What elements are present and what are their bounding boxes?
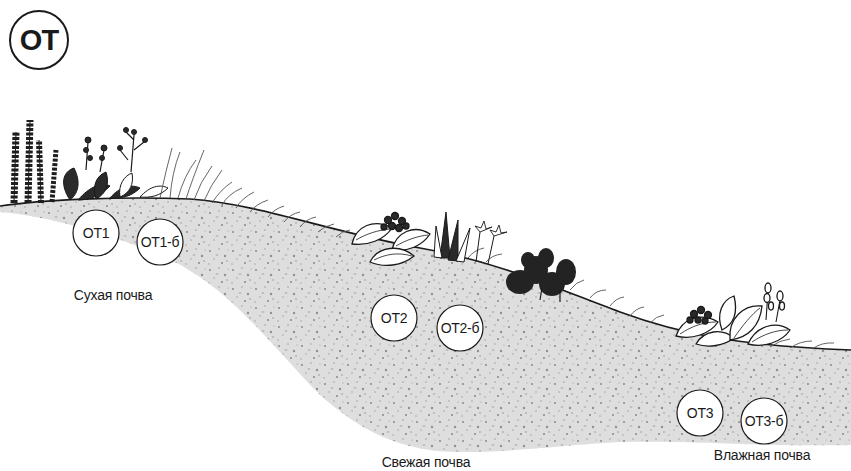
group-code: ОТ1-б — [136, 218, 184, 266]
circle-shape — [741, 398, 787, 444]
grass-blades — [160, 148, 834, 349]
circle-shape — [73, 210, 119, 256]
ground-line — [0, 198, 851, 350]
group-code: ОТ2 — [370, 294, 418, 342]
circle-shape — [677, 390, 723, 436]
group-code: ОТ1 — [72, 209, 120, 257]
plant-group-circle: ОТ3 — [676, 389, 724, 437]
group-code: ОТ3 — [676, 389, 724, 437]
wet-hosta-plants — [676, 283, 790, 346]
plant-group-circle: ОТ1 — [72, 209, 120, 257]
circle-shape — [437, 305, 483, 351]
plant-group-circle: ОТ1-б — [136, 218, 184, 266]
rosette-plants — [64, 128, 168, 201]
group-code: ОТ2-б — [436, 304, 484, 352]
soil-body — [0, 198, 851, 452]
diagram-title: ОТ — [10, 11, 68, 69]
iris-plant — [434, 212, 507, 264]
soil-type-label: Сухая почва — [74, 287, 152, 303]
spike-plants — [14, 120, 56, 203]
title-ring — [10, 11, 68, 69]
plant-group-circle: ОТ2 — [370, 294, 418, 342]
soil-type-label: Свежая почва — [382, 454, 471, 470]
plant-group-circle: ОТ3-б — [740, 397, 788, 445]
group-code: ОТ3-б — [740, 397, 788, 445]
soil-type-label: Влажная почва — [714, 447, 810, 463]
hosta-plant — [352, 213, 430, 266]
circle-shape — [371, 295, 417, 341]
circle-shape — [137, 219, 183, 265]
dark-shrub — [506, 248, 576, 302]
plant-group-circle: ОТ2-б — [436, 304, 484, 352]
